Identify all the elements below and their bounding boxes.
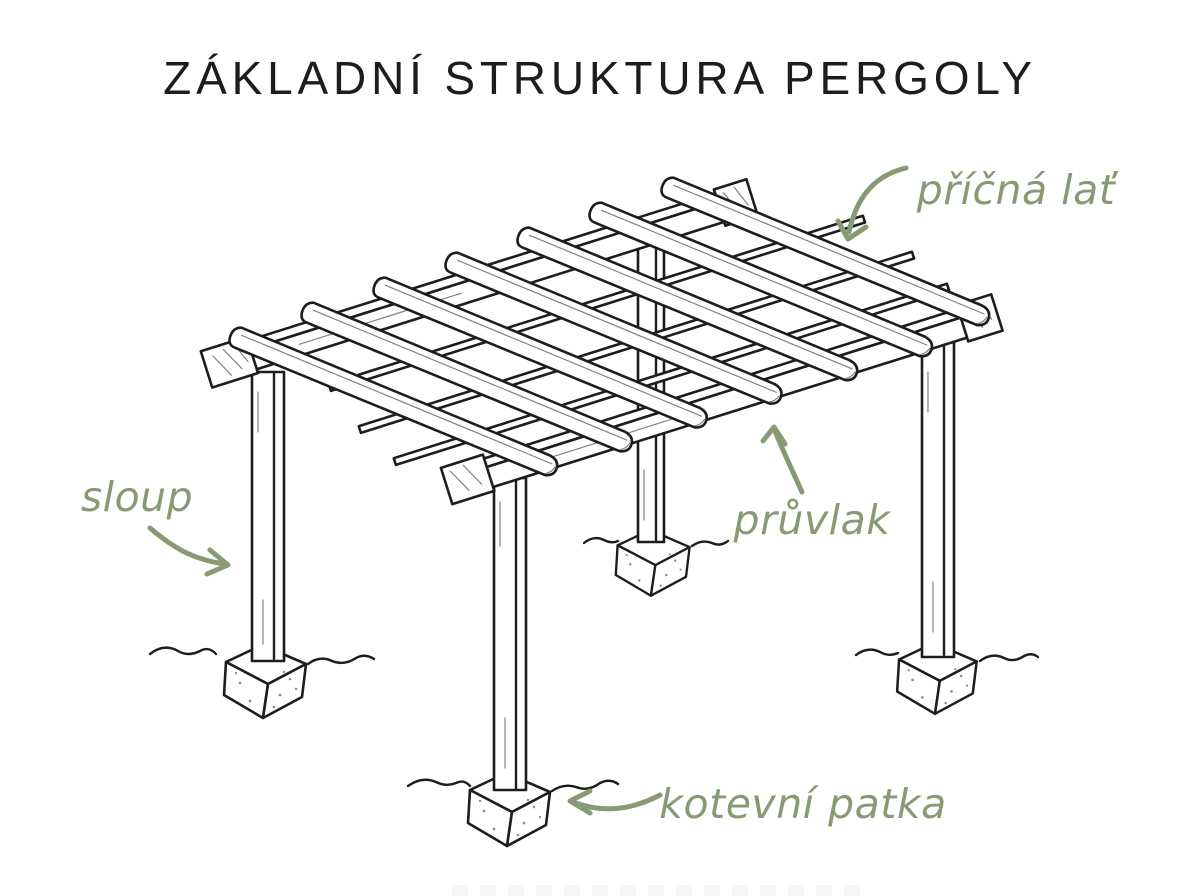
arrow-pricna-lat bbox=[835, 165, 909, 242]
ground-line bbox=[148, 536, 1040, 793]
page-title: ZÁKLADNÍ STRUKTURA PERGOLY bbox=[163, 52, 1037, 104]
label-kotevni-patka: kotevní patka bbox=[659, 780, 947, 828]
label-pruvlak: průvlak bbox=[733, 496, 891, 544]
rafter-pricna-lat bbox=[588, 201, 934, 358]
post bbox=[492, 476, 528, 792]
rafter-pricna-lat bbox=[660, 176, 991, 327]
arrow-kotevni-patka bbox=[567, 788, 663, 816]
arrow-pruvlak bbox=[760, 424, 805, 495]
watermark-strip bbox=[452, 885, 860, 896]
post bbox=[920, 340, 956, 659]
rafter-pricna-lat bbox=[444, 251, 783, 405]
lath bbox=[392, 282, 951, 467]
arrow-sloup bbox=[147, 525, 231, 577]
label-sloup: sloup bbox=[80, 473, 194, 521]
rafter-pricna-lat bbox=[228, 326, 559, 477]
rafter-pricna-lat bbox=[300, 301, 634, 453]
rafter-pricna-lat bbox=[516, 226, 859, 382]
post bbox=[250, 370, 286, 663]
label-pricna-lat: příčná lať bbox=[916, 166, 1116, 214]
rafter-pricna-lat bbox=[372, 276, 708, 429]
